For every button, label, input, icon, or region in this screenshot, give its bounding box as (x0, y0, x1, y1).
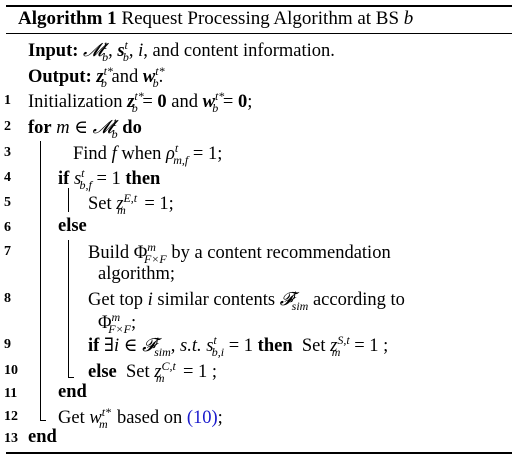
algorithm-caption: Request Processing Algorithm at BS b (121, 8, 414, 29)
output-line: Output: zt*b and wt*b. (0, 64, 519, 90)
keyword-else: else (58, 216, 87, 236)
line-number: 11 (4, 386, 18, 401)
line-8-cont: ΦmF×F; (0, 310, 519, 336)
line-text: else (58, 216, 87, 237)
output-text: zt*b and wt*b. (96, 64, 165, 90)
input-line: Input: 𝓜tb, stb, i, and content informat… (0, 38, 519, 64)
else-block-indent-tick (68, 377, 74, 378)
keyword-then: then (257, 336, 293, 357)
for-loop-indent-tick (40, 420, 46, 421)
keyword-for: for (28, 118, 52, 139)
line-tail: ; (217, 408, 223, 429)
line-3: 3 Find f when ρtm,f = 1; (0, 141, 519, 167)
header-rule (6, 33, 512, 34)
keyword-if: if (58, 169, 70, 190)
line-5: 5 Set zE,tm = 1; (0, 191, 519, 217)
bottom-rule (6, 452, 512, 454)
else-block-indent-bar (68, 240, 69, 378)
algorithm-label: Algorithm 1 (18, 8, 117, 29)
line-text: else Set zC,tm = 1 ; (88, 359, 218, 385)
line-number: 4 (4, 170, 11, 185)
line-8: 8 Get top i similar contents 𝓕tsim accor… (0, 287, 519, 313)
keyword-end: end (28, 427, 57, 447)
equation-reference-link[interactable]: (10) (186, 408, 218, 429)
line-text: Find f when ρtm,f = 1; (73, 141, 223, 167)
line-text: Build ΦmF×F by a content recommendation (88, 240, 391, 266)
line-11: 11 end (0, 382, 519, 408)
line-4: 4 if stb,f = 1 then (0, 166, 519, 192)
line-13: 13 end (0, 427, 519, 453)
line-text: if ∃i ∈ 𝓕tsim, s.t. stb,i = 1 then Set z… (88, 333, 389, 359)
line-number: 6 (4, 220, 11, 235)
line-number: 9 (4, 337, 11, 352)
output-keyword: Output: (28, 67, 92, 88)
if-block-indent-bar (68, 188, 69, 212)
line-7-cont: algorithm; (0, 264, 519, 290)
line-number: 5 (4, 195, 11, 210)
line-text: Initialization zt*b = 0 and wt*b = 0; (28, 89, 253, 115)
line-text: Get wt*m based on (10); (58, 405, 223, 431)
line-number: 1 (4, 93, 11, 108)
input-text: 𝓜tb, stb, i, and content information. (83, 38, 335, 64)
line-10: 10 else Set zC,tm = 1 ; (0, 359, 519, 385)
line-number: 8 (4, 291, 11, 306)
line-7: 7 Build ΦmF×F by a content recommendatio… (0, 240, 519, 266)
line-text: algorithm; (98, 264, 176, 284)
line-6: 6 else (0, 216, 519, 242)
keyword-if: if (88, 336, 100, 357)
line-number: 3 (4, 145, 11, 160)
line-2: 2 for m ∈ 𝓜tb do (0, 115, 519, 141)
keyword-then: then (125, 169, 161, 190)
line-text: end (58, 382, 87, 403)
line-number: 13 (4, 431, 18, 446)
line-number: 12 (4, 409, 18, 424)
line-number: 7 (4, 244, 11, 259)
line-number: 2 (4, 119, 11, 134)
line-text: end (28, 427, 57, 448)
line-text: Get top i similar contents 𝓕tsim accordi… (88, 287, 405, 313)
line-number: 10 (4, 363, 18, 378)
keyword-do: do (122, 118, 142, 139)
line-text: for m ∈ 𝓜tb do (28, 115, 142, 141)
line-text: ΦmF×F; (98, 310, 137, 336)
line-9: 9 if ∃i ∈ 𝓕tsim, s.t. stb,i = 1 then Set… (0, 333, 519, 359)
line-1: 1 Initialization zt*b = 0 and wt*b = 0; (0, 89, 519, 115)
top-rule (6, 5, 512, 7)
for-loop-indent-bar (40, 141, 41, 421)
line-12: 12 Get wt*m based on (10); (0, 405, 519, 431)
keyword-else: else (88, 362, 117, 383)
algorithm-title: Algorithm 1 Request Processing Algorithm… (18, 8, 413, 30)
line-text: Set zE,tm = 1; (88, 191, 174, 217)
input-keyword: Input: (28, 41, 79, 62)
keyword-end: end (58, 382, 87, 402)
line-text: if stb,f = 1 then (58, 166, 161, 192)
